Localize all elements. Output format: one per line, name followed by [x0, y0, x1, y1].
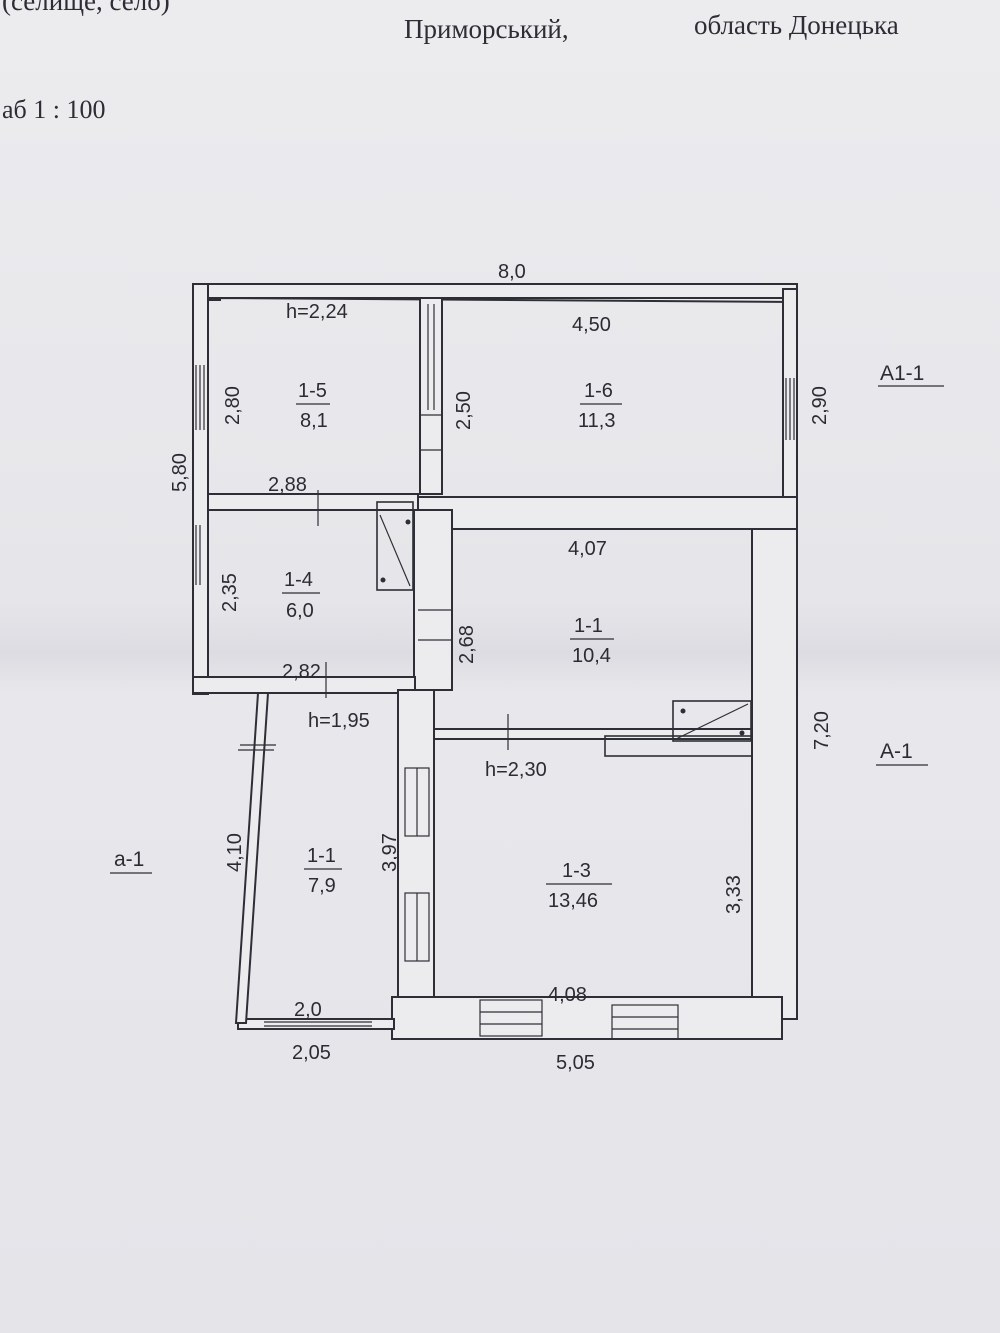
room-1-5-area: 8,1 — [300, 410, 328, 432]
right-height: 7,20 — [811, 711, 833, 750]
settlement-type-label: (селище, село) — [2, 0, 170, 16]
label-a-lower: а-1 — [114, 848, 144, 871]
room-1-6-id: 1-6 — [584, 380, 613, 402]
room-1-3-area: 13,46 — [548, 890, 598, 912]
room-1-4-id: 1-4 — [284, 569, 313, 591]
room-1-3-height: h=2,30 — [485, 759, 547, 781]
walls — [192, 282, 798, 1040]
label-a-1: А-1 — [880, 740, 913, 763]
room-1-1-area: 10,4 — [572, 645, 611, 667]
room-1-1-left: 2,68 — [456, 625, 478, 664]
room-1-6-area: 11,3 — [578, 410, 615, 432]
room-1-5-height: h=2,24 — [286, 301, 348, 323]
annex-height: h=1,95 — [308, 710, 370, 732]
label-a1-1: А1-1 — [880, 362, 924, 385]
annex-right: 3,97 — [379, 833, 401, 872]
room-1-3-right: 3,33 — [723, 875, 745, 914]
district-label: Приморський, — [404, 14, 569, 44]
room-1-5-side: 2,80 — [222, 386, 244, 425]
room-1-6-right: 2,90 — [809, 386, 831, 425]
annex-room-id: 1-1 — [307, 845, 336, 867]
room-1-4-side: 2,35 — [219, 573, 241, 612]
annex-bottom-outer: 2,05 — [292, 1042, 331, 1064]
room-1-3-id: 1-3 — [562, 860, 591, 882]
room-1-5-id: 1-5 — [298, 380, 327, 402]
room-1-6-left: 2,50 — [453, 391, 475, 430]
overall-height: 5,80 — [169, 453, 191, 492]
scale-label: аб 1 : 100 — [2, 95, 106, 124]
bottom-total: 5,05 — [556, 1052, 595, 1074]
region-label: область Донецька — [694, 10, 899, 40]
room-1-6-top: 4,50 — [572, 314, 611, 336]
room-1-1-top: 4,07 — [568, 538, 607, 560]
annex-bottom-inner: 2,0 — [294, 999, 322, 1021]
room-1-1-id: 1-1 — [574, 615, 603, 637]
room-1-5-width: 2,88 — [268, 474, 307, 496]
room-1-4-area: 6,0 — [286, 600, 314, 622]
room-1-4-bottom: 2,82 — [282, 661, 321, 683]
annex-left: 4,10 — [224, 833, 246, 872]
bottom-inner: 4,08 — [548, 984, 587, 1006]
annex-room-area: 7,9 — [308, 875, 336, 897]
overall-width: 8,0 — [498, 261, 526, 283]
openings — [195, 304, 795, 1040]
